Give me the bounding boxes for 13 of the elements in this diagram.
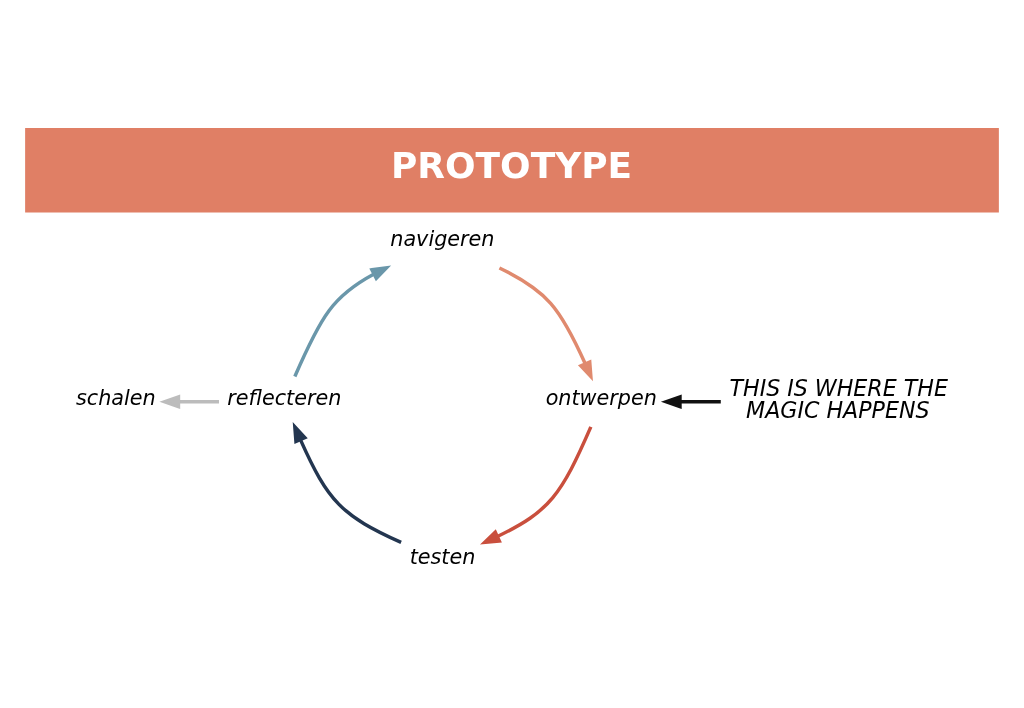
arrow	[498, 266, 593, 382]
node-text: reflecteren	[227, 386, 342, 411]
node-text: testen	[409, 545, 476, 570]
node-text: schalen	[75, 386, 156, 411]
arrow	[660, 394, 721, 409]
diagram-title: PROTOTYPE	[390, 145, 633, 187]
node-text: navigeren	[390, 227, 495, 252]
arrow	[159, 394, 219, 409]
arrow	[480, 426, 593, 545]
arrow	[293, 265, 392, 378]
node-text: THIS IS WHERE THE MAGIC HAPPENS	[729, 374, 948, 424]
node-text: ontwerpen	[545, 386, 657, 411]
arrow	[292, 422, 402, 544]
